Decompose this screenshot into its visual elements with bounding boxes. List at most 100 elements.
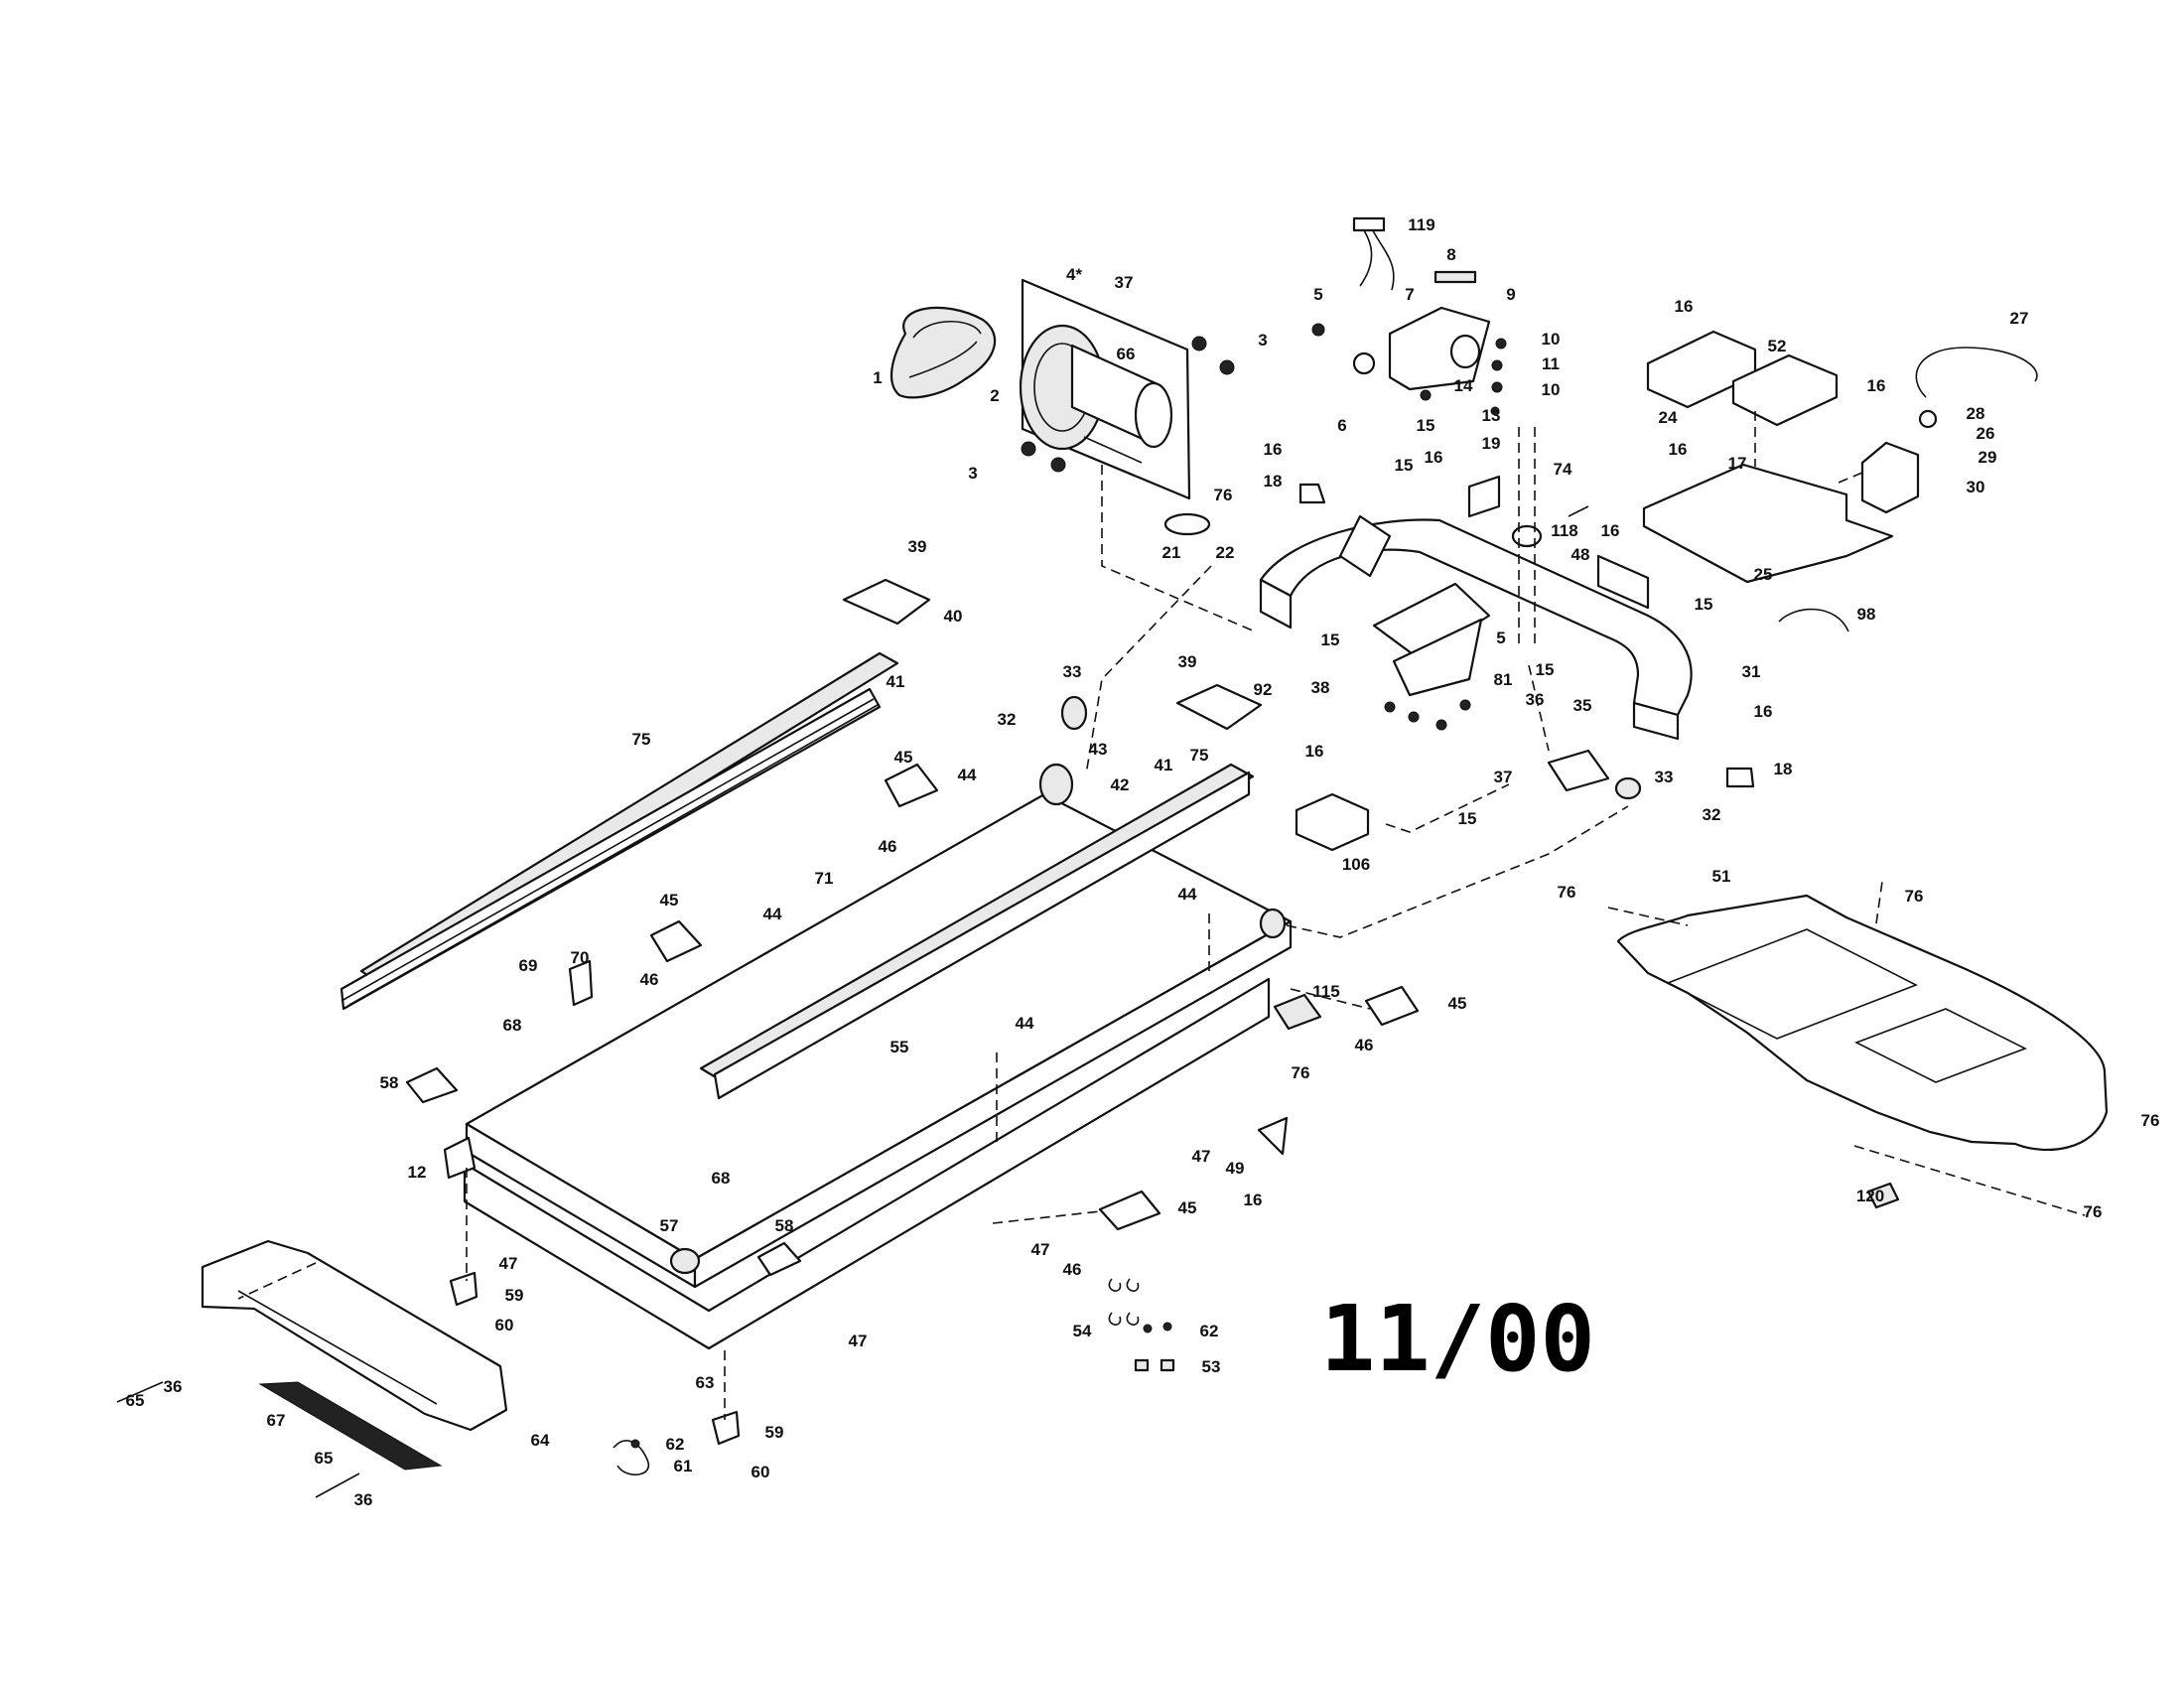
part-callout: 5 <box>1496 629 1505 647</box>
part-callout: 75 <box>1190 746 1209 765</box>
part-callout: 16 <box>1675 297 1694 316</box>
part-callout: 32 <box>1703 805 1721 824</box>
part-callout: 37 <box>1494 768 1513 786</box>
part-callout: 16 <box>1754 702 1773 721</box>
part-callout: 15 <box>1321 631 1340 649</box>
part-callout: 59 <box>505 1286 524 1305</box>
part-callout: 61 <box>674 1457 693 1475</box>
part-callout: 40 <box>944 607 963 626</box>
part-callout: 47 <box>1192 1147 1211 1166</box>
part-callout: 27 <box>2010 309 2029 328</box>
part-callout: 2 <box>990 386 999 405</box>
part-callout: 44 <box>1178 885 1197 904</box>
part-callout: 51 <box>1712 867 1731 886</box>
upright-frame <box>1259 475 1849 800</box>
part-callout: 31 <box>1742 662 1761 681</box>
alignment-lines <box>237 411 2086 1420</box>
part-callout: 62 <box>1200 1322 1219 1340</box>
part-callout: 42 <box>1111 775 1130 794</box>
part-callout: 60 <box>751 1463 770 1481</box>
part-callout: 22 <box>1216 543 1235 562</box>
motor-hood <box>1616 894 2109 1209</box>
part-callout: 25 <box>1754 565 1773 584</box>
part-callout: 48 <box>1571 545 1590 564</box>
part-callout: 45 <box>1178 1198 1197 1217</box>
part-callout: 6 <box>1337 416 1346 435</box>
part-callout: 119 <box>1408 215 1434 234</box>
part-callout: 59 <box>765 1423 784 1442</box>
part-callout: 67 <box>267 1411 286 1430</box>
part-callout: 36 <box>164 1377 183 1396</box>
part-callout: 16 <box>1264 440 1283 459</box>
part-callout: 10 <box>1542 380 1561 399</box>
part-callout: 15 <box>1695 595 1713 614</box>
part-callout: 17 <box>1728 454 1747 473</box>
part-callout: 45 <box>660 891 679 910</box>
part-callout: 43 <box>1089 740 1108 759</box>
part-callout: 66 <box>1117 345 1136 363</box>
part-callout: 69 <box>519 956 538 975</box>
part-callout: 92 <box>1254 680 1273 699</box>
part-callout: 37 <box>1115 273 1134 292</box>
part-callout: 45 <box>894 748 913 767</box>
part-callout: 15 <box>1536 660 1555 679</box>
part-callout: 106 <box>1342 855 1370 874</box>
part-callout: 19 <box>1482 434 1501 453</box>
part-callout: 39 <box>1178 652 1197 671</box>
part-callout: 57 <box>660 1216 679 1235</box>
part-callout: 118 <box>1551 521 1577 540</box>
part-callout: 24 <box>1659 408 1678 427</box>
part-callout: 47 <box>1031 1240 1050 1259</box>
part-callout: 5 <box>1313 285 1322 304</box>
part-callout: 46 <box>879 837 897 856</box>
part-callout: 36 <box>1526 690 1545 709</box>
part-callout: 120 <box>1856 1187 1884 1205</box>
part-callout: 36 <box>354 1490 373 1509</box>
date-stamp: 11/00 <box>1320 1286 1595 1392</box>
part-callout: 16 <box>1305 742 1324 761</box>
part-callout: 16 <box>1425 448 1443 467</box>
rear-hood <box>116 1239 508 1498</box>
part-callout: 30 <box>1967 478 1985 496</box>
part-callout: 15 <box>1417 416 1435 435</box>
part-callout: 10 <box>1542 330 1561 349</box>
part-callout: 11 <box>1542 354 1560 373</box>
part-callout: 39 <box>908 537 927 556</box>
part-callout: 52 <box>1768 337 1787 355</box>
part-callout: 65 <box>315 1449 334 1468</box>
part-callout: 54 <box>1073 1322 1092 1340</box>
part-callout: 16 <box>1601 521 1620 540</box>
part-callout: 18 <box>1774 760 1793 778</box>
part-callout: 76 <box>2141 1111 2160 1130</box>
part-callout: 60 <box>495 1316 514 1334</box>
part-callout: 47 <box>499 1254 518 1273</box>
part-callout: 46 <box>1355 1036 1374 1054</box>
part-callout: 68 <box>503 1016 522 1035</box>
part-callout: 16 <box>1244 1191 1263 1209</box>
part-callout: 74 <box>1554 460 1572 479</box>
part-callout: 81 <box>1494 670 1513 689</box>
part-callout: 98 <box>1857 605 1876 624</box>
part-callout: 33 <box>1063 662 1082 681</box>
part-callout: 12 <box>408 1163 427 1182</box>
part-callout: 28 <box>1967 404 1985 423</box>
part-callout: 76 <box>1214 486 1233 504</box>
part-callout: 75 <box>632 730 651 749</box>
electronics-tray <box>1642 330 2038 584</box>
part-callout: 64 <box>531 1431 550 1450</box>
part-callout: 46 <box>640 970 659 989</box>
part-callout: 63 <box>696 1373 715 1392</box>
part-callout: 44 <box>763 905 782 923</box>
part-callout: 53 <box>1202 1357 1221 1376</box>
part-callout: 45 <box>1448 994 1467 1013</box>
part-callout: 3 <box>968 464 977 483</box>
part-callout: 76 <box>2084 1202 2103 1221</box>
part-callout: 9 <box>1506 285 1515 304</box>
part-callout: 32 <box>998 710 1017 729</box>
part-callout: 18 <box>1264 472 1283 491</box>
part-callout: 21 <box>1162 543 1181 562</box>
part-callout: 16 <box>1867 376 1886 395</box>
part-callout: 26 <box>1977 424 1995 443</box>
part-callout: 49 <box>1226 1159 1245 1178</box>
